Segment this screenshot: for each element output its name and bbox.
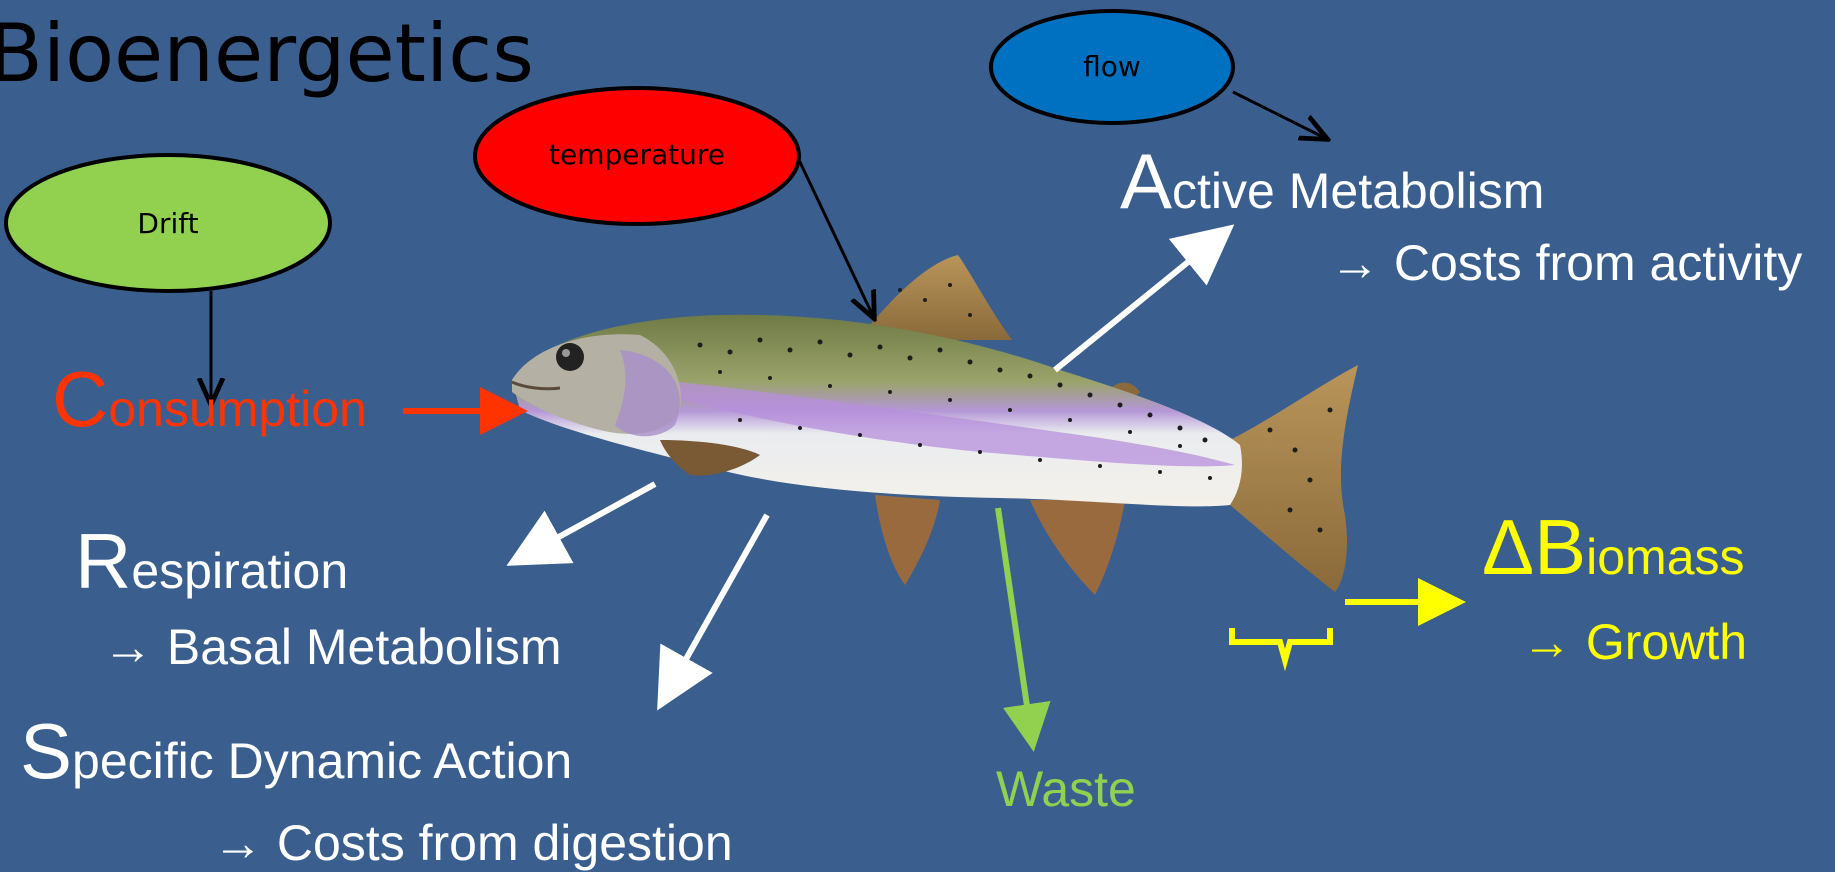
sda-detail: → Costs from digestion: [213, 818, 733, 868]
anal-fin: [1030, 500, 1125, 595]
active-metabolism-arrow: [1055, 232, 1225, 370]
temperature-label: temperature: [475, 138, 799, 171]
biomass-rest: iomass: [1586, 529, 1744, 585]
flow-arrow: [1233, 92, 1325, 138]
active-metabolism-detail: → Costs from activity: [1330, 238, 1802, 288]
respiration-detail: → Basal Metabolism: [103, 622, 562, 672]
biomass-initial: B: [1534, 503, 1586, 591]
consumption-rest: onsumption: [108, 381, 367, 437]
tail-fin: [1230, 365, 1358, 592]
active-metabolism-rest: ctive Metabolism: [1172, 163, 1544, 219]
fish-eye: [556, 343, 584, 371]
biomass-delta: Δ: [1482, 503, 1534, 591]
pelvic-fin-1: [875, 495, 940, 585]
sda-initial: S: [20, 707, 72, 795]
biomass-detail: → Growth: [1522, 617, 1747, 667]
trout-illustration: [512, 255, 1358, 595]
temperature-arrow: [799, 160, 873, 316]
sda-rest: pecific Dynamic Action: [72, 733, 572, 789]
sda-label: Specific Dynamic Action: [20, 712, 572, 790]
respiration-label: Respiration: [75, 522, 348, 600]
waste-arrow: [998, 508, 1032, 740]
respiration-initial: R: [75, 517, 131, 605]
sda-arrow: [663, 515, 767, 700]
active-metabolism-label: Active Metabolism: [1120, 142, 1544, 220]
consumption-label: Consumption: [52, 360, 367, 438]
waste-label: Waste: [996, 764, 1136, 814]
flow-label: flow: [991, 50, 1233, 83]
respiration-rest: espiration: [131, 543, 348, 599]
biomass-label: ΔBiomass: [1482, 508, 1745, 586]
growth-brace: [1232, 628, 1330, 660]
drift-label: Drift: [6, 207, 330, 240]
active-metabolism-initial: A: [1120, 137, 1172, 225]
respiration-arrow: [517, 484, 655, 560]
consumption-initial: C: [52, 355, 108, 443]
eye-highlight: [562, 349, 570, 357]
